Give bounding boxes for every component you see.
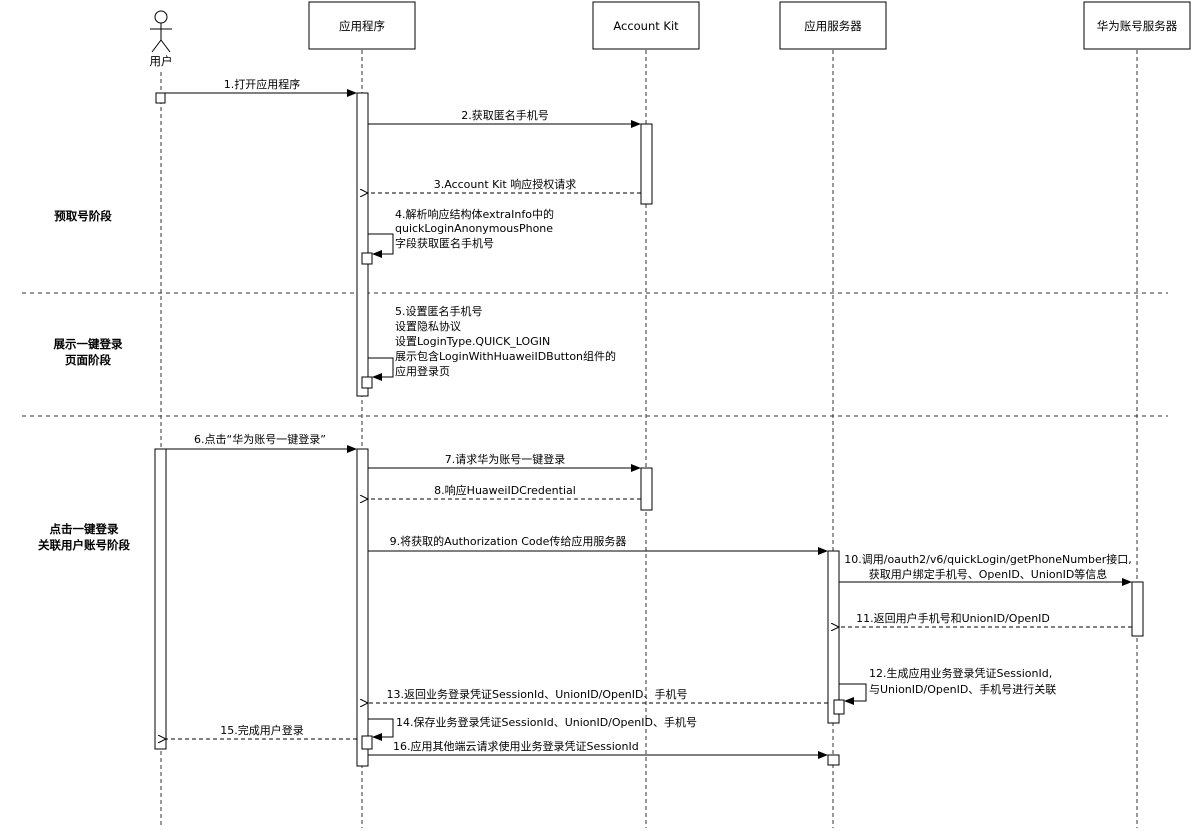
- activation-server-self-12: [833, 699, 845, 715]
- phase-label-show-page-line2: 页面阶段: [65, 353, 111, 367]
- label-msg-10-line1: 10.调用/oauth2/v6/quickLogin/getPhoneNumbe…: [844, 553, 1131, 566]
- actor-server-box: [779, 1, 887, 50]
- activation-user-1: [155, 92, 166, 104]
- actor-huawei-label: 华为账号服务器: [1097, 19, 1178, 33]
- actor-server-label: 应用服务器: [804, 19, 862, 33]
- activation-kit-1: [640, 123, 653, 205]
- activation-server-1: [827, 550, 840, 724]
- activation-app-self-4: [361, 252, 373, 265]
- label-msg-9: 9.将获取的Authorization Code传给应用服务器: [390, 534, 627, 548]
- label-msg-7: 7.请求华为账号一键登录: [445, 452, 566, 466]
- activation-app-1: [356, 92, 369, 397]
- label-msg-15: 15.完成用户登录: [220, 723, 304, 737]
- actor-huawei-box: [1083, 1, 1191, 50]
- label-msg-5-line2: 设置隐私协议: [395, 319, 461, 333]
- label-msg-4-line3: 字段获取匿名手机号: [395, 236, 494, 250]
- activation-app-self-14: [361, 735, 373, 750]
- actor-kit-label: Account Kit: [613, 19, 679, 33]
- label-msg-14: 14.保存业务登录凭证SessionId、UnionID/OpenID、手机号: [396, 715, 697, 729]
- label-msg-12-line1: 12.生成应用业务登录凭证SessionId,: [869, 666, 1052, 680]
- label-msg-13: 13.返回业务登录凭证SessionId、UnionID/OpenID、手机号: [387, 687, 688, 701]
- label-msg-6: 6.点击“华为账号一键登录”: [194, 432, 326, 446]
- label-msg-5-line5: 应用登录页: [395, 364, 450, 378]
- activation-app-self-5: [361, 376, 373, 389]
- activation-kit-2: [640, 467, 653, 511]
- label-msg-1: 1.打开应用程序: [224, 77, 301, 91]
- activation-server-16: [827, 754, 840, 766]
- label-msg-5-line4: 展示包含LoginWithHuaweiIDButton组件的: [395, 349, 616, 363]
- actor-app-box: [308, 1, 416, 50]
- phase-label-show-page-line1: 展示一键登录: [53, 337, 123, 351]
- label-msg-4-line2: quickLoginAnonymousPhone: [395, 222, 553, 235]
- label-msg-5-line3: 设置LoginType.QUICK_LOGIN: [395, 335, 550, 348]
- activation-app-2: [356, 448, 369, 767]
- actor-user-label: 用户: [150, 54, 173, 68]
- label-msg-16: 16.应用其他端云请求使用业务登录凭证SessionId: [393, 739, 639, 753]
- label-msg-5-line1: 5.设置匿名手机号: [395, 304, 483, 318]
- activation-huawei-1: [1131, 581, 1144, 637]
- arrow-msg-5: [368, 357, 394, 381]
- phase-label-prefetch: 预取号阶段: [54, 209, 112, 223]
- actor-app-label: 应用程序: [339, 19, 385, 33]
- arrow-msg-14: [368, 718, 394, 741]
- phase-label-click-login-line1: 点击一键登录: [50, 522, 119, 536]
- label-msg-3: 3.Account Kit 响应授权请求: [434, 177, 576, 191]
- arrow-msg-4: [368, 233, 394, 258]
- activation-user-2: [154, 448, 167, 750]
- label-msg-2: 2.获取匿名手机号: [461, 108, 549, 122]
- arrow-msg-12: [839, 683, 867, 705]
- label-msg-10-line2: 获取用户绑定手机号、OpenID、UnionID等信息: [869, 567, 1108, 581]
- label-msg-11: 11.返回用户手机号和UnionID/OpenID: [856, 611, 1050, 625]
- label-msg-8: 8.响应HuaweiIDCredential: [434, 483, 576, 497]
- actor-kit-box: [592, 1, 700, 50]
- label-msg-4-line1: 4.解析响应结构体extraInfo中的: [395, 207, 554, 221]
- user-stick-figure-icon: [150, 10, 172, 53]
- phase-label-click-login-line2: 关联用户账号阶段: [38, 538, 130, 552]
- label-msg-12-line2: 与UnionID/OpenID、手机号进行关联: [869, 682, 1056, 696]
